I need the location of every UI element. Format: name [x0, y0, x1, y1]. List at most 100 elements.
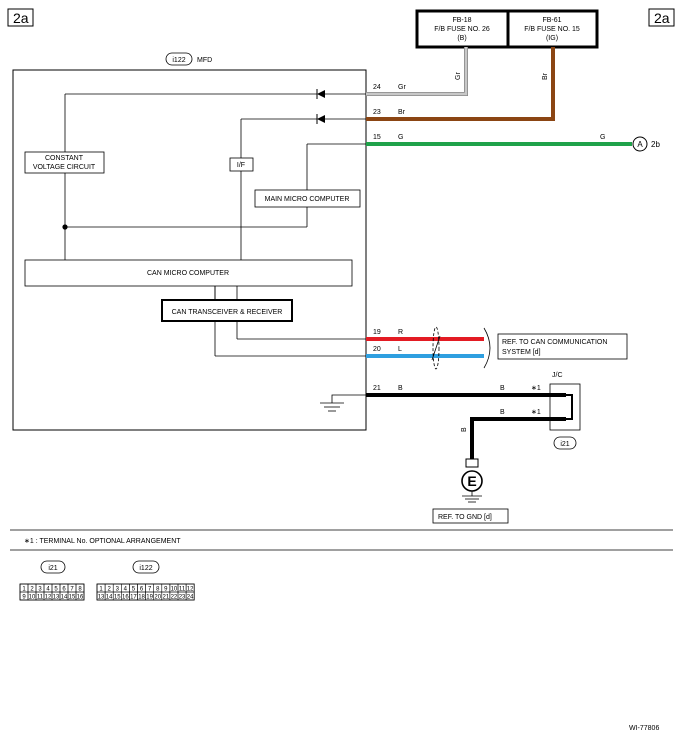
- pin-24-color: Gr: [398, 84, 406, 91]
- connector-a: A: [632, 136, 648, 152]
- pin-21-color: B: [398, 385, 403, 392]
- connector-pin-number: 7: [148, 587, 152, 593]
- connector-pin-number: 3: [38, 587, 42, 593]
- connector-view-i21-label: i21: [48, 565, 57, 572]
- connector-pin-number: 8: [78, 587, 82, 593]
- connector-pin-number: 10: [29, 595, 36, 601]
- connector-a-label: A: [637, 140, 643, 149]
- main-micro-label: MAIN MICRO COMPUTER: [265, 196, 350, 203]
- block-if: I/F: [229, 157, 254, 172]
- ground-e-symbol: E: [461, 458, 483, 503]
- connector-pin-number: 5: [54, 587, 58, 593]
- unit-connector-label: i122: [172, 57, 185, 64]
- connector-pin-number: 22: [171, 595, 178, 601]
- wire-b-lower-label: B: [500, 409, 505, 416]
- connector-pin-number: 4: [124, 587, 128, 593]
- can-ref-line2: SYSTEM [d]: [502, 349, 541, 356]
- internal-ground-symbol: [320, 402, 344, 412]
- jc-connector-tag: i21: [553, 436, 577, 450]
- fuse-1-id: FB-18: [452, 17, 471, 24]
- connector-pin-number: 13: [53, 595, 60, 601]
- connector-pin-number: 7: [70, 587, 74, 593]
- connector-pin-number: 18: [138, 595, 145, 601]
- connector-pin-number: 20: [154, 595, 161, 601]
- ground-e-label: E: [467, 473, 476, 489]
- connector-pin-number: 5: [132, 587, 136, 593]
- connector-pin-number: 23: [179, 595, 186, 601]
- connector-pin-number: 21: [163, 595, 170, 601]
- fuse-1-line1: F/B FUSE NO. 26: [434, 26, 490, 33]
- fuse-box: FB-18 F/B FUSE NO. 26 (B) FB-61 F/B FUSE…: [415, 9, 599, 49]
- connector-pin-number: 24: [187, 595, 194, 601]
- connector-pin-number: 17: [130, 595, 137, 601]
- connector-pin-cell: [75, 591, 85, 601]
- wire-b-lower: [470, 417, 566, 462]
- can-transceiver-label: CAN TRANSCEIVER & RECEIVER: [172, 309, 283, 316]
- section-left-label: 2a: [13, 10, 29, 26]
- connector-pin-number: 11: [37, 595, 44, 601]
- wire-br: [366, 47, 555, 121]
- connector-pin-number: 2: [107, 587, 111, 593]
- star1-upper: ∗1: [531, 385, 541, 392]
- junction-dot: [62, 224, 68, 230]
- connector-pin-cell: [185, 591, 195, 601]
- connector-pin-number: 16: [122, 595, 129, 601]
- pin-15: 15: [373, 134, 381, 141]
- connector-pin-number: 1: [99, 587, 103, 593]
- wire-b-vertical-label: B: [461, 427, 468, 432]
- connector-pin-number: 19: [146, 595, 153, 601]
- internal-lines: [64, 93, 366, 403]
- joint-connector: [549, 383, 581, 431]
- pin-23: 23: [373, 109, 381, 116]
- gnd-reference-box: REF. TO GND [d]: [432, 508, 509, 524]
- pin-15-color: G: [398, 134, 403, 141]
- twisted-pair-marker: [431, 326, 491, 370]
- unit-name-label: MFD: [197, 57, 212, 64]
- figure-id: WI-77806: [629, 725, 659, 732]
- wire-gr-fill: [366, 47, 468, 96]
- fuse-2-line2: (IG): [546, 35, 558, 42]
- connector-pin-number: 9: [22, 595, 26, 601]
- terminal-labels: 24 Gr 23 Br 15 G 19 R 20 L 21 B: [373, 84, 406, 392]
- connector-pin-number: 16: [77, 595, 84, 601]
- jc-label: J/C: [552, 372, 563, 379]
- block-can-transceiver: CAN TRANSCEIVER & RECEIVER: [161, 299, 293, 322]
- if-label: I/F: [237, 162, 245, 169]
- pin-21: 21: [373, 385, 381, 392]
- block-main-micro-computer: MAIN MICRO COMPUTER: [254, 189, 361, 208]
- connector-pin-number: 14: [106, 595, 113, 601]
- fuse-1-wire-color: Gr: [455, 72, 462, 80]
- connector-pin-number: 11: [179, 587, 186, 593]
- fuse-2-id: FB-61: [542, 17, 561, 24]
- connector-pin-number: 1: [22, 587, 26, 593]
- fuse-2-line1: F/B FUSE NO. 15: [524, 26, 580, 33]
- wires: [366, 47, 632, 462]
- wire-gr: [366, 47, 468, 96]
- pin-23-color: Br: [398, 109, 406, 116]
- section-right-label: 2a: [654, 10, 670, 26]
- pin-24: 24: [373, 84, 381, 91]
- connector-pin-number: 4: [46, 587, 50, 593]
- can-ref-line1: REF. TO CAN COMMUNICATION: [502, 339, 607, 346]
- connector-pin-number: 3: [116, 587, 120, 593]
- unit-header: i122 MFD: [165, 52, 212, 66]
- wire-g-far-label: G: [600, 134, 605, 141]
- connector-pin-number: 9: [164, 587, 168, 593]
- connector-pin-number: 15: [114, 595, 121, 601]
- constant-voltage-line1: CONSTANT: [45, 155, 84, 162]
- fuse-1-line2: (B): [457, 35, 466, 42]
- diode-24: [316, 89, 325, 99]
- block-constant-voltage: CONSTANT VOLTAGE CIRCUIT: [24, 151, 105, 174]
- can-reference-box: REF. TO CAN COMMUNICATION SYSTEM [d]: [497, 333, 628, 360]
- connector-pin-number: 8: [156, 587, 160, 593]
- pin-19-color: R: [398, 329, 403, 336]
- connector-pin-number: 12: [45, 595, 52, 601]
- can-micro-label: CAN MICRO COMPUTER: [147, 270, 229, 277]
- connector-a-ref: 2b: [651, 140, 660, 149]
- section-marker-left: 2a: [7, 8, 34, 27]
- pin-19: 19: [373, 329, 381, 336]
